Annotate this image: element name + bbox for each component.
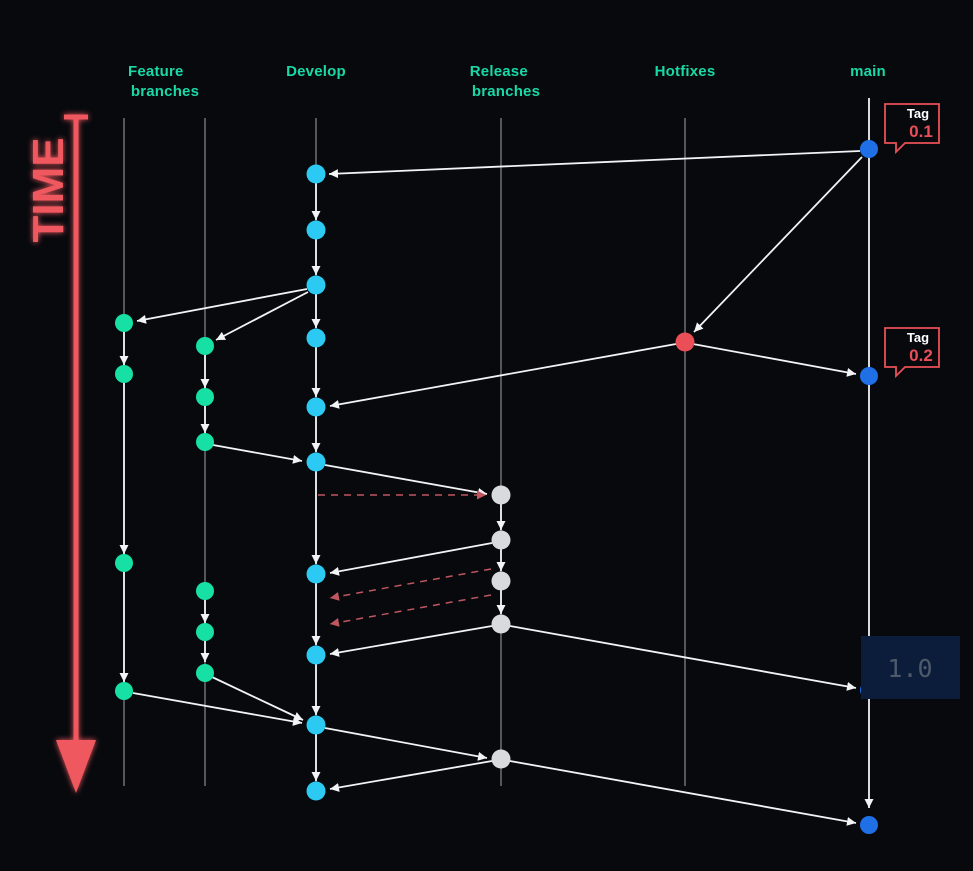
commit-develop-9 (306, 715, 326, 735)
commit-develop-10 (306, 781, 326, 801)
lane-label-main: main (850, 63, 886, 80)
lane-label-hotfix: Hotfixes (655, 63, 716, 80)
arrow-develop-to-feature-2 (215, 291, 309, 341)
tag-badge-2-version: 0.2 (909, 346, 933, 365)
tag-badge-2-word: Tag (907, 330, 929, 345)
commit-release-3 (491, 571, 511, 591)
version-label-box: 1.0 (861, 636, 960, 699)
lane-label-feature: Feature branches (128, 63, 199, 100)
commit-feature-1-4 (115, 682, 133, 700)
arrow-hotfix-to-main (692, 343, 857, 377)
feature-commits (115, 314, 214, 700)
commit-develop-3 (306, 275, 326, 295)
arrow-release-to-main-2 (509, 760, 857, 826)
tag-badge-1-word: Tag (907, 106, 929, 121)
lane-labels: Feature branches Develop Release branche… (128, 63, 886, 100)
commit-develop-6 (306, 452, 326, 472)
arrow-feature-1-to-develop (132, 692, 303, 726)
commit-develop-1 (306, 164, 326, 184)
commit-feature-2-1 (196, 337, 214, 355)
commit-release-4 (491, 614, 511, 634)
arrow-hotfix-to-develop (329, 343, 677, 409)
commit-hotfix-1 (675, 332, 695, 352)
arrow-release-to-develop-1 (329, 542, 493, 576)
commit-develop-2 (306, 220, 326, 240)
time-label: TIME (24, 137, 73, 242)
commit-release-2 (491, 530, 511, 550)
version-label-text: 1.0 (887, 654, 932, 683)
arrow-feature-2b-to-develop (211, 676, 304, 721)
tag-badge-1: Tag 0.1 (884, 103, 940, 155)
arrow-release-to-main-1 (509, 625, 857, 691)
merge-arrows (132, 150, 863, 826)
commit-feature-2-4 (196, 582, 214, 600)
commit-release-1 (491, 485, 511, 505)
version-label-background (861, 636, 960, 699)
arrow-main-to-develop (328, 150, 861, 179)
commit-develop-5 (306, 397, 326, 417)
commit-feature-1-3 (115, 554, 133, 572)
arrow-release-to-develop-3 (329, 760, 493, 792)
arrow-main-to-hotfix (693, 156, 863, 333)
commit-feature-2-2 (196, 388, 214, 406)
time-axis: TIME (24, 114, 96, 793)
arrow-feature-2-to-develop (212, 444, 303, 464)
commit-main-1 (860, 140, 878, 158)
tag-badge-1-version: 0.1 (909, 122, 933, 141)
commit-feature-2-5 (196, 623, 214, 641)
commit-develop-7 (306, 564, 326, 584)
commit-develop-8 (306, 645, 326, 665)
commit-release-5 (491, 749, 511, 769)
commit-feature-2-6 (196, 664, 214, 682)
arrow-develop-to-release-2 (324, 727, 488, 761)
lane-label-release: Release branches (470, 63, 540, 100)
commit-main-4 (860, 816, 878, 834)
lane-lines (123, 118, 686, 786)
commit-develop-4 (306, 328, 326, 348)
arrow-develop-to-release-1 (324, 464, 488, 497)
arrow-release-to-develop-2 (329, 625, 493, 657)
commit-feature-2-3 (196, 433, 214, 451)
tag-badge-2: Tag 0.2 (884, 327, 940, 379)
lane-label-develop: Develop (286, 63, 346, 80)
commit-main-2 (860, 367, 878, 385)
dashed-release-to-develop-1 (329, 568, 492, 601)
dashed-arrows (318, 490, 492, 627)
dashed-release-to-develop-2 (329, 594, 492, 627)
commit-feature-1-1 (115, 314, 133, 332)
arrow-develop-to-feature-1 (136, 288, 308, 324)
develop-commits (306, 164, 326, 801)
commit-feature-1-2 (115, 365, 133, 383)
tag-badge-1-outline (884, 103, 940, 155)
release-commits (491, 485, 511, 769)
tag-badge-2-outline (884, 327, 940, 379)
time-axis-arrowhead (56, 740, 96, 793)
